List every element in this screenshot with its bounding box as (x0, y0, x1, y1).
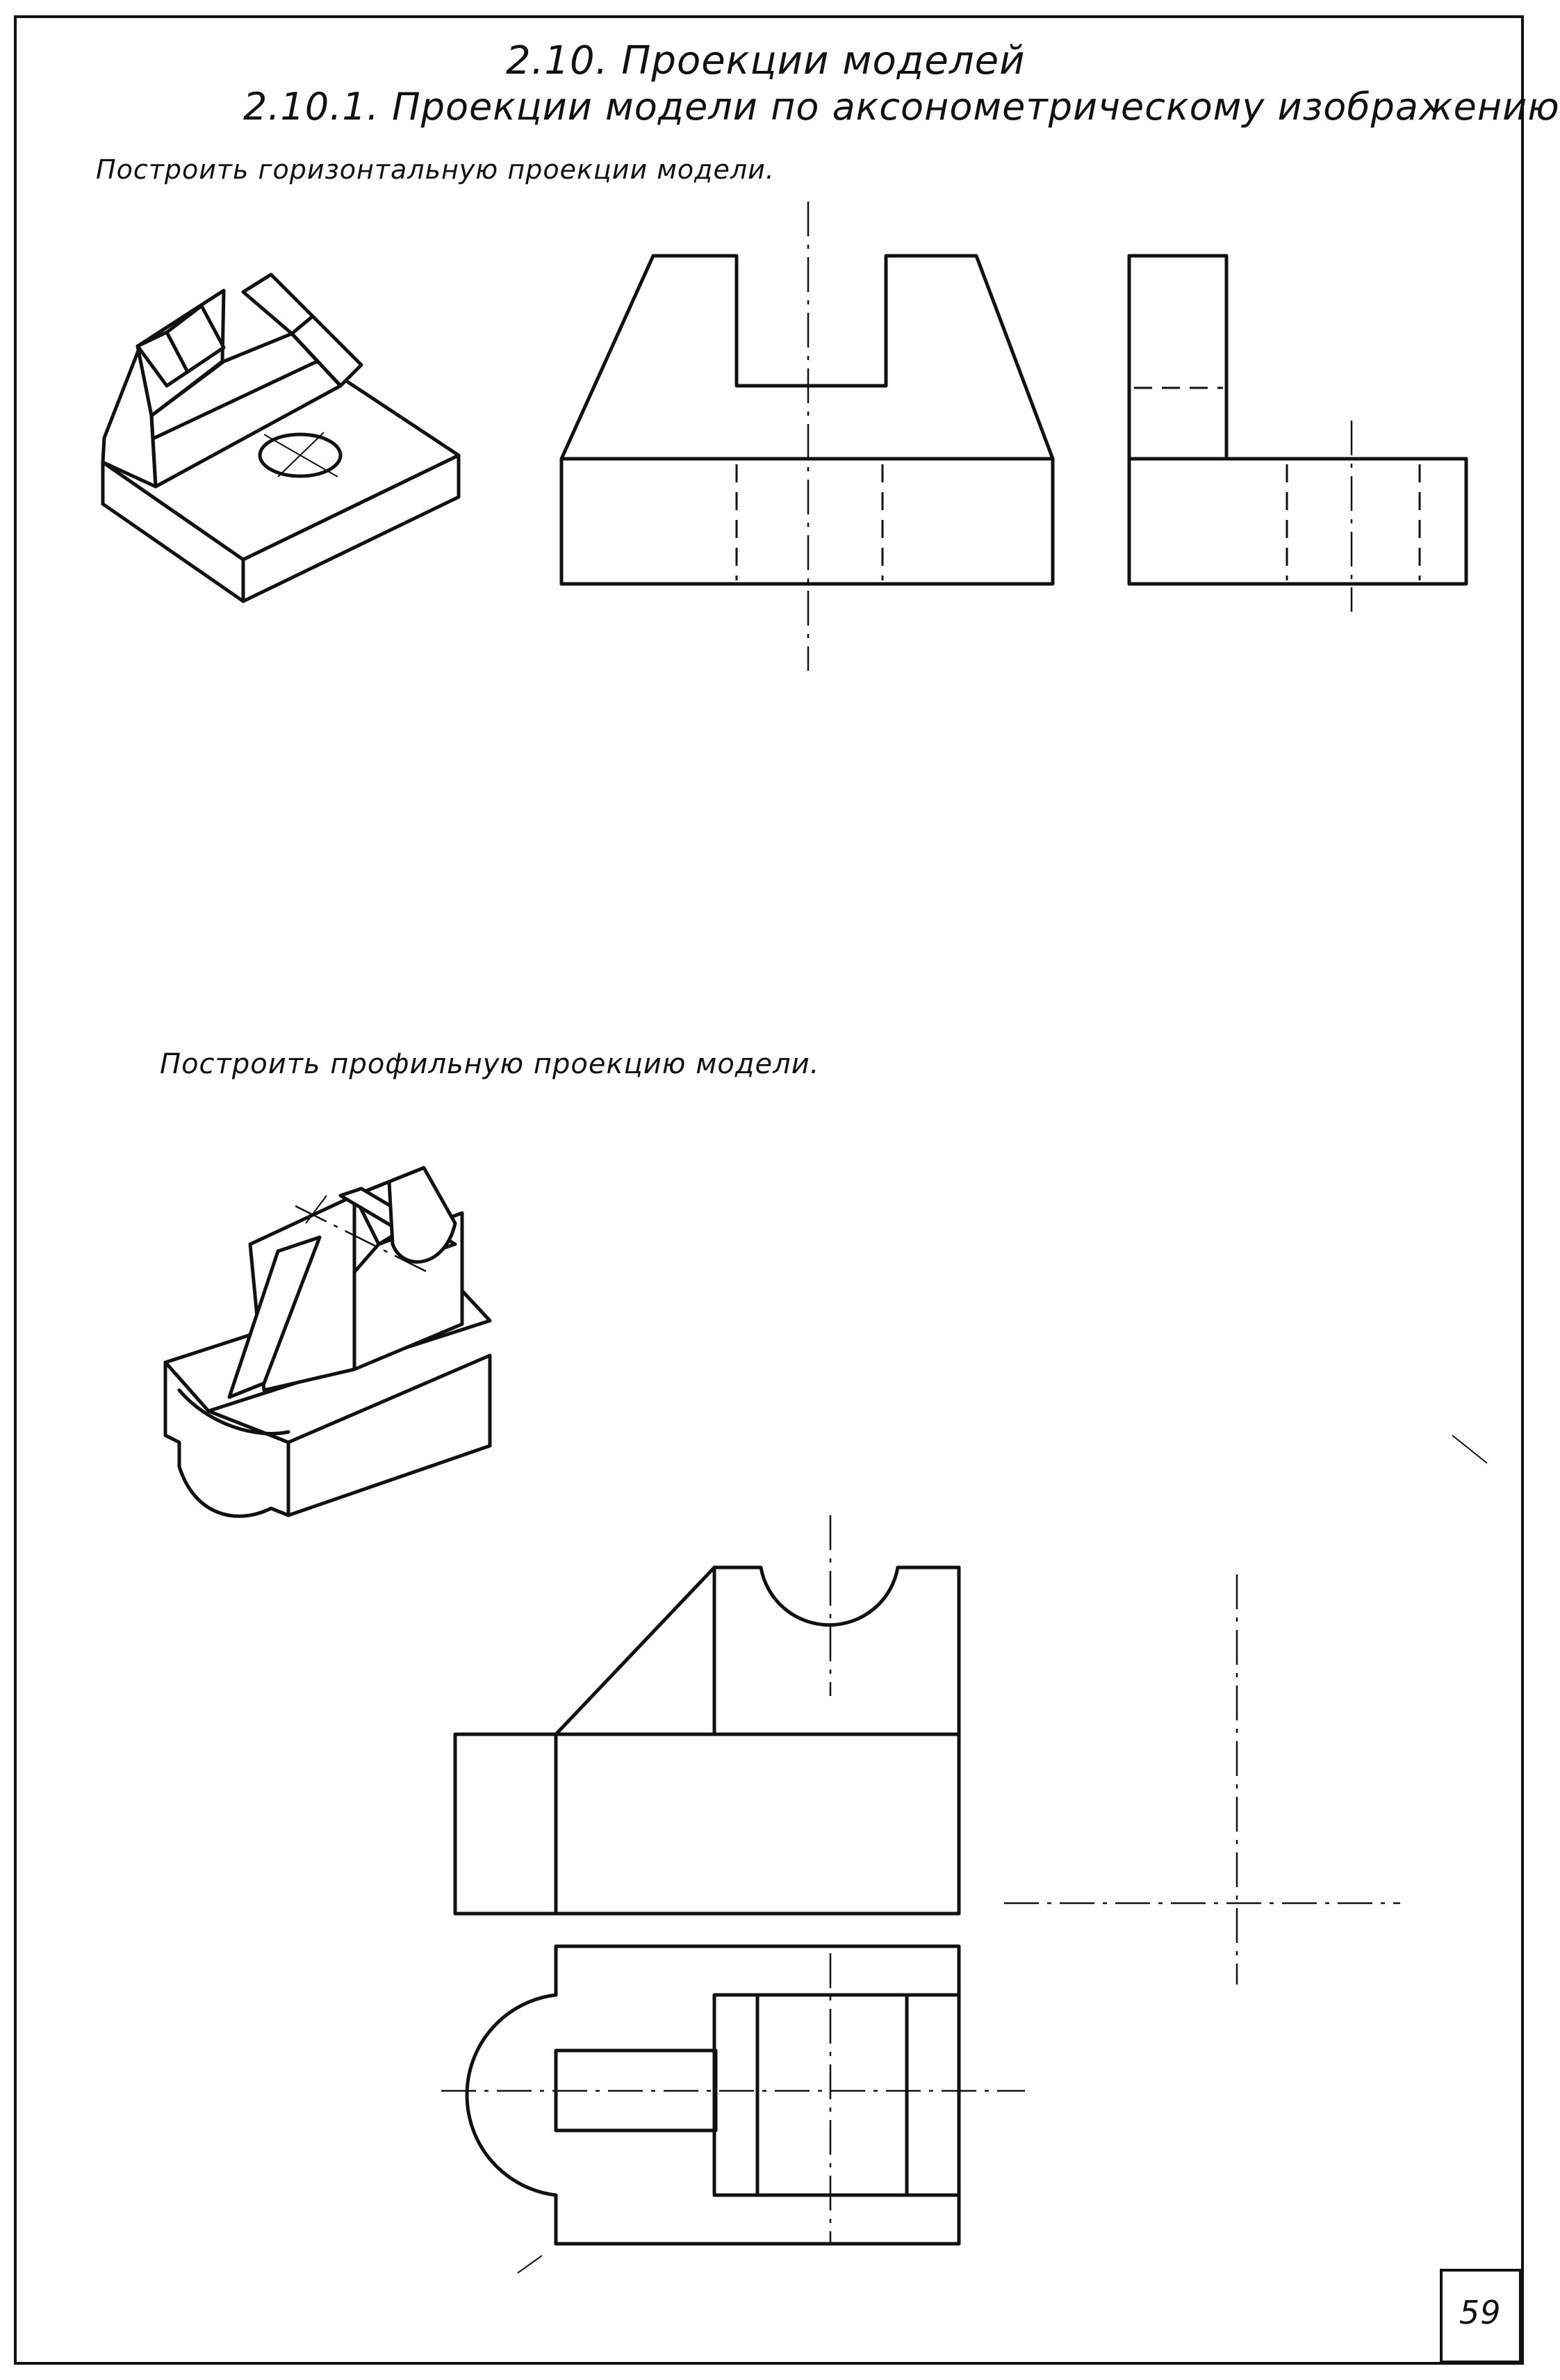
task-2-isometric-model (165, 1168, 490, 1516)
page-frame (14, 15, 1524, 2365)
page-number-box (1440, 2269, 1522, 2363)
task-1-side-view (1129, 256, 1466, 612)
task-1-instruction: Построить горизонтальную проекции модели… (96, 154, 775, 185)
task-2-top-view (441, 1946, 1025, 2245)
task-2-front-view (455, 1515, 959, 1914)
task-1-front-view (561, 202, 1053, 671)
section-title: 2.10. Проекции моделей (506, 38, 1026, 83)
task-2-instruction: Построить профильную проекцию модели. (160, 1048, 820, 1080)
page-number: 59 (1459, 2294, 1502, 2331)
task-1-isometric-model (103, 275, 459, 601)
subsection-title: 2.10.1. Проекции модели по аксонометриче… (243, 85, 1560, 129)
task-2-profile-axes (1004, 1574, 1400, 1984)
